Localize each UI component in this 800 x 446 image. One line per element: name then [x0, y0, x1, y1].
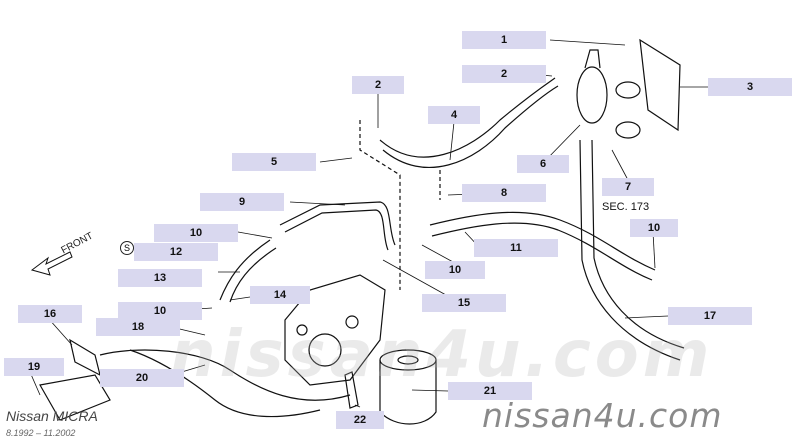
s-mark: S: [120, 241, 134, 255]
callout-7[interactable]: 7: [602, 178, 654, 196]
wire-20: [99, 349, 351, 401]
callout-16[interactable]: 16: [18, 305, 82, 323]
pump-body: [284, 274, 386, 386]
clamp-7a: [615, 81, 641, 99]
hose-11-edge: [431, 222, 653, 281]
hose-4: [379, 77, 556, 158]
hose-13: [219, 239, 271, 301]
hose-4-edge: [382, 85, 559, 168]
model-name: Nissan MICRA: [6, 408, 98, 424]
sensor-22: [344, 371, 359, 409]
callout-2-lower[interactable]: 2: [352, 76, 404, 94]
pipe-sec173: [579, 139, 681, 361]
hose-13-edge: [229, 247, 277, 303]
callout-22[interactable]: 22: [336, 411, 384, 429]
watermark-faint: nissan4u.com: [170, 318, 714, 392]
callout-10-right[interactable]: 10: [630, 219, 678, 237]
callout-3[interactable]: 3: [708, 78, 792, 96]
bracket-3: [639, 38, 681, 132]
clip-16: [69, 338, 101, 377]
callout-14[interactable]: 14: [250, 286, 310, 304]
callout-19[interactable]: 19: [4, 358, 64, 376]
filter-6: [576, 66, 608, 124]
pipe-9: [279, 201, 396, 246]
pump-port: [308, 333, 342, 367]
callout-2[interactable]: 2: [462, 65, 546, 83]
callout-13[interactable]: 13: [118, 269, 202, 287]
callout-21[interactable]: 21: [448, 382, 532, 400]
callout-10-mid[interactable]: 10: [425, 261, 485, 279]
pipe-9-edge: [284, 209, 389, 251]
pipe-sec173-edge: [591, 139, 685, 349]
callout-8[interactable]: 8: [462, 184, 546, 202]
callout-6[interactable]: 6: [517, 155, 569, 173]
callout-18[interactable]: 18: [96, 318, 180, 336]
clamp-7b: [615, 121, 641, 139]
callout-17[interactable]: 17: [668, 307, 752, 325]
callout-1[interactable]: 1: [462, 31, 546, 49]
callout-12[interactable]: 12: [134, 243, 218, 261]
callout-20[interactable]: 20: [100, 369, 184, 387]
callout-11[interactable]: 11: [474, 239, 558, 257]
callout-5[interactable]: 5: [232, 153, 316, 171]
section-reference: SEC. 173: [602, 201, 650, 213]
watermark: nissan4u.com: [482, 396, 723, 435]
strap-19: [39, 374, 111, 421]
callout-15[interactable]: 15: [422, 294, 506, 312]
hose-11: [429, 211, 656, 271]
model-dates: 8.1992 – 11.2002: [6, 428, 76, 438]
callout-4[interactable]: 4: [428, 106, 480, 124]
callout-9[interactable]: 9: [200, 193, 284, 211]
callout-10-low[interactable]: 10: [118, 302, 202, 320]
callout-10-left[interactable]: 10: [154, 224, 238, 242]
front-arrow: [30, 251, 73, 276]
